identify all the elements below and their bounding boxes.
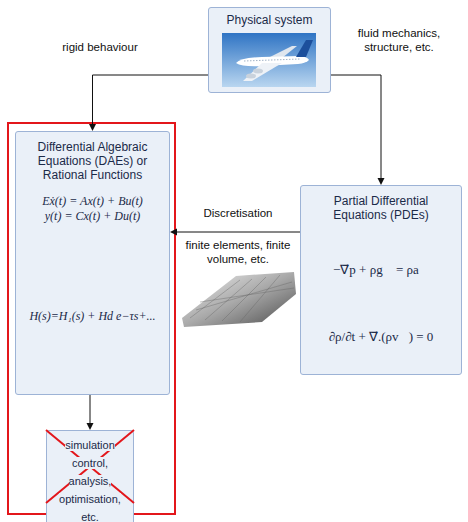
arrowhead	[87, 423, 94, 430]
edge-label: fluid mechanics, structure, etc.	[340, 26, 458, 54]
cross-line	[46, 430, 134, 503]
pde-box: Partial Differential Equations (PDEs) −∇⃗…	[300, 185, 462, 375]
tail-fin	[296, 40, 313, 57]
box-title: Differential Algebraic Equations (DAEs) …	[22, 140, 163, 182]
arrowhead	[170, 229, 177, 236]
note-label: finite elements, finite volume, etc.	[180, 238, 296, 266]
connector-line	[93, 75, 209, 124]
model-box: Differential Algebraic Equations (DAEs) …	[15, 131, 170, 395]
mesh-lines	[190, 275, 294, 322]
connector	[87, 395, 94, 430]
engine	[246, 74, 256, 79]
box-title: Physical system	[215, 13, 324, 27]
cross-line	[46, 430, 134, 503]
windows	[244, 59, 300, 61]
arrowhead	[378, 178, 385, 185]
connector	[170, 229, 300, 236]
connector-line	[331, 75, 381, 178]
arrowhead	[89, 124, 96, 131]
box-title: Partial Differential Equations (PDEs)	[307, 194, 455, 222]
equation: Eẋ(t) = Ax(t) + Bu(t)	[22, 194, 163, 208]
equation: H(s)=H₁(s) + Hd e−τs+...	[22, 309, 163, 323]
equation: ∂ρ/∂t + ∇⃗.(ρv⃗) = 0	[307, 329, 455, 344]
edge-label: Discretisation	[183, 206, 293, 220]
equation: y(t) = Cx(t) + Du(t)	[22, 209, 163, 223]
crossed-box: simulation control, analysis, optimisati…	[46, 430, 134, 522]
box-title: simulation control, analysis, optimisati…	[59, 439, 121, 522]
connector	[331, 75, 385, 185]
wing-mesh-picture	[182, 272, 296, 327]
cross-out	[46, 430, 134, 503]
airplane-photo	[222, 33, 316, 87]
connector-line	[177, 232, 300, 233]
engine	[253, 69, 263, 74]
wing-surface	[182, 272, 296, 327]
equation: −∇⃗p + ρg⃗ = ρa⃗	[307, 262, 455, 277]
connector-line	[90, 395, 91, 423]
edge-label: rigid behaviour	[40, 40, 160, 54]
connector	[89, 75, 208, 131]
sky	[222, 33, 316, 87]
near-wing	[243, 63, 282, 81]
